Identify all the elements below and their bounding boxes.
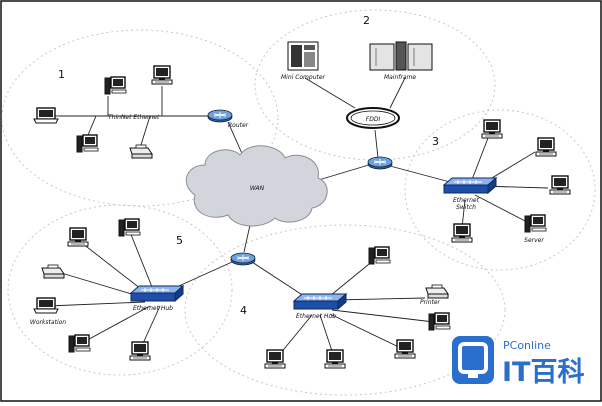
printer-icon	[425, 284, 449, 299]
mainframe-label: Mainframe	[384, 74, 416, 81]
computer-icon	[129, 341, 151, 361]
fddi-ring: FDDI	[346, 107, 400, 129]
wan-cloud: WAN	[185, 145, 328, 227]
ethernet-switch-label-line2: Switch	[456, 204, 476, 211]
thinnet-label: ThinNet Ethernet	[108, 114, 160, 121]
group-number-4: 4	[240, 304, 247, 317]
watermark-brand-small: PConline	[503, 339, 551, 352]
computer-icon	[368, 246, 391, 265]
connection-lines	[47, 77, 549, 361]
laptop-icon	[33, 107, 59, 124]
watermark-brand-large: IT百科	[502, 357, 584, 388]
wan-label: WAN	[250, 185, 265, 192]
ethernet-hub-icon	[130, 285, 184, 302]
group-number-2: 2	[363, 14, 370, 27]
computer-icon	[394, 339, 416, 359]
computer-icon	[68, 334, 91, 353]
computer-icon	[535, 137, 557, 157]
mini-computer-icon	[287, 41, 319, 71]
mainframe-icon	[369, 41, 433, 71]
router-icon	[230, 252, 256, 266]
group-number-1: 1	[58, 68, 65, 81]
ethernet-switch-icon	[443, 177, 497, 194]
server-icon	[524, 214, 547, 233]
printer-icon	[129, 144, 153, 159]
printer-label: Printer	[420, 299, 441, 306]
pconline-watermark: PConline IT百科	[452, 336, 584, 388]
ethernet-hub-icon	[293, 293, 347, 310]
computer-icon	[549, 175, 571, 195]
computer-icon	[481, 119, 503, 139]
computer-icon	[76, 134, 99, 153]
ethernet-switch-label-line1: Ethernet	[453, 197, 480, 204]
computer-icon	[151, 65, 173, 85]
ethernet-hub-left-label: Ethernet Hub	[133, 305, 173, 312]
segment-boundaries	[1, 9, 596, 396]
computer-icon	[324, 349, 346, 369]
router-icon	[367, 156, 393, 170]
computer-icon	[104, 76, 127, 95]
mini-computer-label: Mini Computer	[281, 74, 326, 81]
computer-icon	[118, 218, 141, 237]
workstation-icon	[33, 297, 59, 314]
computer-icon	[67, 227, 89, 247]
printer-icon	[41, 264, 65, 279]
computer-icon	[264, 349, 286, 369]
fddi-label: FDDI	[366, 116, 381, 123]
router-icon	[207, 109, 233, 123]
workstation-label: Workstation	[30, 319, 66, 326]
server-label: Server	[524, 237, 544, 244]
router-label: Router	[228, 122, 249, 129]
group-number-3: 3	[432, 135, 439, 148]
group-number-5: 5	[176, 234, 183, 247]
ethernet-hub-right-label: Ethernet Hub	[296, 313, 336, 320]
computer-icon	[451, 223, 473, 243]
computer-icon	[428, 312, 451, 331]
